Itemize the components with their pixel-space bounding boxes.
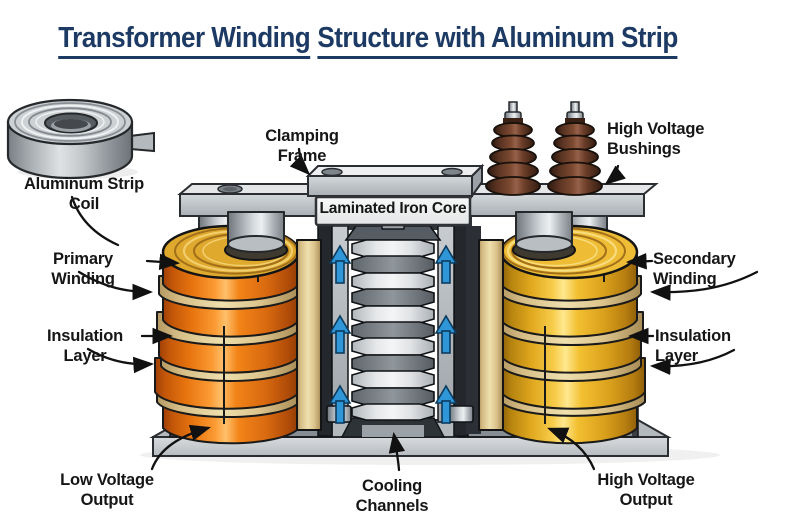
- leader-high-voltage: [547, 427, 596, 471]
- cooling-arrow-up-icon: [434, 314, 458, 354]
- label-high-voltage-bushings: High Voltage Bushings: [607, 119, 727, 159]
- aluminum-strip-coil-illustration: [6, 98, 155, 180]
- cooling-arrow-up-icon: [328, 244, 352, 284]
- label-aluminum-strip-coil: Aluminum Strip Coil: [23, 175, 145, 214]
- leader-lines: [70, 147, 759, 472]
- leader-low-voltage: [150, 424, 211, 471]
- leader-hv-bushings: [604, 164, 626, 185]
- insulation-barrier: [478, 239, 504, 431]
- title-part-2: Structure with Aluminum Strip: [317, 22, 678, 59]
- insulation-barrier: [296, 239, 322, 431]
- leader-ins-right-curve: [649, 348, 736, 376]
- label-insulation-layer-left: Insulation Layer: [47, 327, 123, 366]
- cooling-arrow-up-icon: [328, 384, 352, 424]
- hv-bushing: [485, 101, 541, 196]
- leader-primary-straight: [145, 253, 181, 271]
- leader-primary-curve: [77, 270, 154, 301]
- label-hvb-line2: Bushings: [607, 140, 681, 159]
- label-clamping-frame: Clamping Frame: [265, 127, 339, 166]
- label-low-voltage-output: Low Voltage Output: [60, 471, 154, 510]
- leader-ins-left-curve: [86, 347, 155, 374]
- label-insulation-layer-right: Insulation Layer: [655, 327, 731, 366]
- cooling-arrow-up-icon: [328, 314, 352, 354]
- leader-secondary-curve: [649, 270, 759, 301]
- leader-aluminum-coil: [70, 195, 120, 247]
- title-part-1: Transformer Winding: [58, 22, 311, 59]
- label-hvb-line1: High Voltage: [607, 120, 705, 138]
- label-cooling-channels: Cooling Channels: [355, 477, 429, 516]
- leader-secondary-straight: [625, 252, 654, 270]
- label-primary-winding: Primary Winding: [51, 250, 115, 289]
- cooling-arrow-up-icon: [434, 384, 458, 424]
- cooling-arrows: [328, 244, 458, 424]
- primary-winding-coil: [154, 211, 322, 445]
- secondary-winding-coil: [478, 211, 646, 445]
- label-secondary-winding: Secondary Winding: [653, 250, 736, 289]
- label-laminated-iron-core: Laminated Iron Core: [319, 200, 467, 217]
- leader-clamping-frame: [289, 147, 311, 176]
- cooling-arrow-up-icon: [434, 244, 458, 284]
- leader-cooling: [388, 431, 406, 472]
- label-high-voltage-output: High Voltage Output: [597, 471, 695, 510]
- hv-bushings: [485, 101, 603, 196]
- hv-bushing: [547, 101, 603, 196]
- core-name-plate: [314, 195, 472, 227]
